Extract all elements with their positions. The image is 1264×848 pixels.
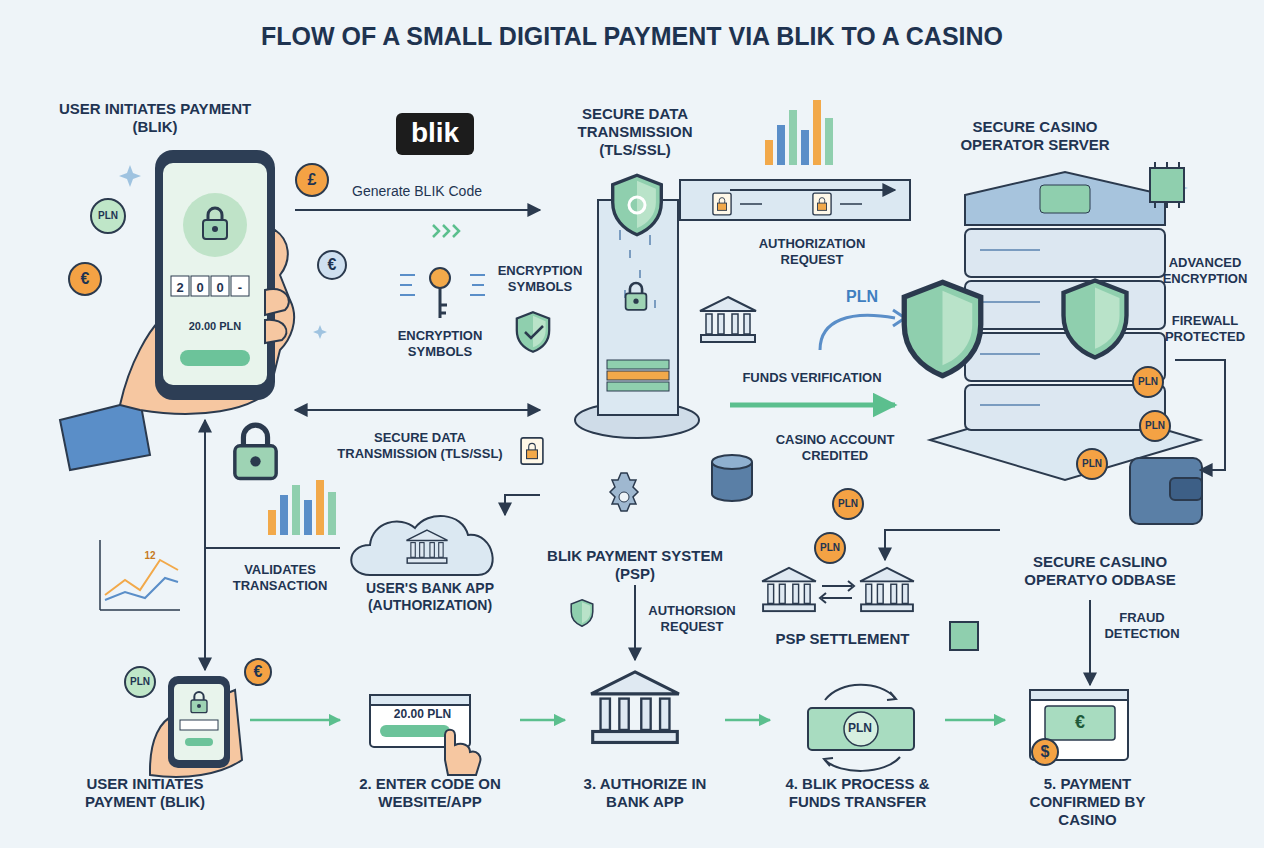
node-text: SECURE CASINO OPERATOR SERVER <box>935 118 1135 154</box>
flow-arrow <box>945 719 1005 722</box>
coin-label: € <box>68 262 102 296</box>
node-text: USER INITIATES PAYMENT (BLIK) <box>55 100 255 136</box>
node-text: USER'S BANK APP (AUTHORIZATION) <box>340 580 520 614</box>
coin-label: PLN <box>1139 410 1171 442</box>
coin-label: € <box>317 250 347 280</box>
node-text: 20.00 PLN <box>375 707 470 721</box>
edge-label: VALIDATES TRANSACTION <box>225 562 335 593</box>
step-box: 5. PAYMENT CONFIRMED BY CASINO <box>1005 685 1170 831</box>
bottom-step-illustrations <box>150 672 1128 777</box>
icon-label: 2 <box>171 278 189 298</box>
step-box: 3. AUTHORIZE IN BANK APP <box>565 660 725 820</box>
icon-label: - <box>231 278 249 298</box>
node-text: BLIK PAYMENT SYSTEM (PSP) <box>540 547 730 583</box>
flow-arrow <box>520 719 565 722</box>
coin-label: PLN <box>832 488 864 520</box>
step-box: PLN 4. BLIK PROCESS & FUNDS TRANSFER <box>770 700 945 820</box>
edge-label: Generate BLIK Code <box>337 183 497 200</box>
edge-label: AUTHORIZATION REQUEST <box>757 236 867 267</box>
edge-label: AUTHORSION REQUEST <box>645 603 740 634</box>
node-text: 4. BLIK PROCESS & FUNDS TRANSFER <box>770 775 945 811</box>
psp-hub: SECURE DATA TRANSMISSION (TLS/SSL) BLIK P… <box>540 105 730 585</box>
flow-arrow <box>725 719 770 722</box>
icon-label: € <box>1068 712 1092 734</box>
coin-label: PLN <box>814 532 846 564</box>
coin-label: £ <box>295 163 329 197</box>
icon-label: PLN <box>842 287 882 306</box>
coin-label: € <box>244 658 272 686</box>
flow-arrow <box>730 403 895 408</box>
node-text: 5. PAYMENT CONFIRMED BY CASINO <box>1005 775 1170 829</box>
flow-arrow <box>730 189 895 191</box>
security-icons <box>235 297 905 626</box>
annotation-label: CASINO ACCOUNT CREDITED <box>775 432 895 463</box>
edge-label: FRAUD DETECTION <box>1097 610 1187 641</box>
node-text: USER INITIATES PAYMENT (BLIK) <box>50 775 240 811</box>
bank-app-cloud <box>351 516 492 575</box>
icon-label: 12 <box>138 550 162 562</box>
flow-arrow <box>1175 360 1225 470</box>
casino-server <box>904 162 1202 650</box>
flow-arrow <box>295 209 540 211</box>
coin-label: $ <box>1031 738 1059 766</box>
icon-label: 0 <box>191 278 209 298</box>
flow-arrow <box>205 548 340 670</box>
casino-server: SECURE CASINO OPERATOR SERVER <box>895 118 1175 438</box>
annotation-label: ENCRYPTION SYMBOLS <box>493 263 588 294</box>
encryption-key <box>400 268 485 318</box>
flow-arrow <box>205 420 340 548</box>
node-text: SECURE DATA TRANSMISSION (TLS/SSL) <box>570 105 700 159</box>
chevrons <box>433 225 459 237</box>
coin-label: PLN <box>90 198 126 234</box>
flow-arrow <box>295 409 540 411</box>
hub-tower <box>575 175 910 438</box>
node-text: 20.00 PLN <box>165 320 265 333</box>
node-text: 2. ENTER CODE ON WEBSITE/APP <box>340 775 520 811</box>
node-text: 3. AUTHORIZE IN BANK APP <box>565 775 725 811</box>
diagram-title: FLOW OF A SMALL DIGITAL PAYMENT VIA BLIK… <box>0 22 1264 51</box>
flow-arrow <box>250 719 340 722</box>
top-phone-illustration <box>60 150 294 470</box>
edge-label: SECURE DATA TRANSMISSION (TLS/SSL) <box>335 430 505 461</box>
psp-settlement-banks <box>762 568 914 611</box>
bar-charts <box>100 100 833 610</box>
step-box: 20.00 PLN 2. ENTER CODE ON WEBSITE/APP <box>340 690 520 820</box>
annotation-label: ADVANCED ENCRYPTION <box>1155 255 1255 286</box>
psp-settlement: PSP SETTLEMENT <box>755 560 930 655</box>
flow-arrow <box>634 585 636 660</box>
node-text: SECURE CASLINO OPERATYO ODBASE <box>1000 553 1200 589</box>
flow-arrow <box>885 530 1000 560</box>
annotation-label: FIREWALL PROTECTED <box>1155 313 1255 344</box>
edge-label: FUNDS VERIFICATION <box>737 370 887 386</box>
coin-label: PLN <box>124 666 156 698</box>
flow-arrow <box>1089 600 1091 685</box>
coin-label: PLN <box>1076 448 1108 480</box>
icon-label: blik <box>396 113 474 155</box>
node-text: PLN <box>835 721 885 735</box>
annotation-label: ENCRYPTION SYMBOLS <box>385 328 495 359</box>
flow-arrow <box>505 495 540 515</box>
phone-step: USER INITIATES PAYMENT (BLIK) 20.00 PLN <box>55 100 295 420</box>
bank-app-cloud: USER'S BANK APP (AUTHORIZATION) <box>340 515 520 620</box>
icon-label: 0 <box>211 278 229 298</box>
coin-label: PLN <box>1132 366 1164 398</box>
node-text: PSP SETTLEMENT <box>755 630 930 648</box>
